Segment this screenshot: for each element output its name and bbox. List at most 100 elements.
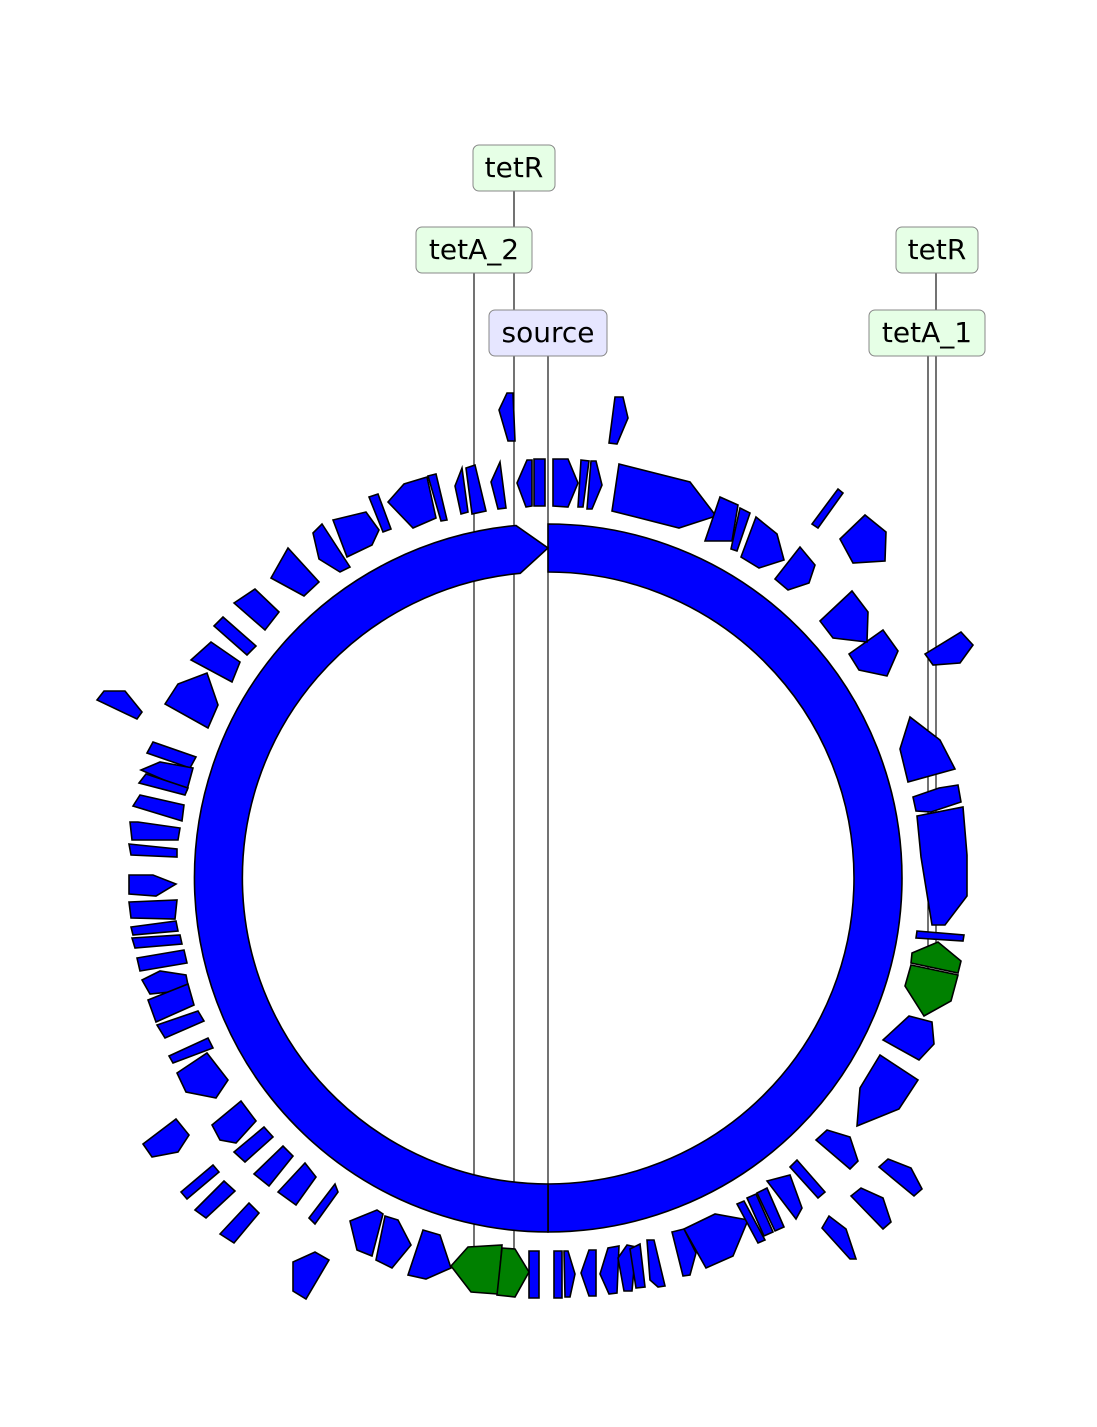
gene-feature[interactable]: [349, 1209, 384, 1258]
gene-feature[interactable]: [765, 1174, 803, 1221]
gene-feature[interactable]: [386, 475, 437, 529]
gene-feature[interactable]: [375, 1214, 412, 1270]
gene-feature[interactable]: [95, 690, 144, 721]
highlighted-gene[interactable]: [496, 1247, 530, 1298]
gene-feature[interactable]: [577, 459, 590, 508]
label-tetA-2[interactable]: tetA_2: [415, 226, 533, 274]
gene-feature[interactable]: [856, 1053, 920, 1128]
leader-lines: [473, 190, 937, 1275]
gene-feature[interactable]: [212, 615, 258, 657]
gene-feature[interactable]: [232, 587, 281, 632]
gene-feature[interactable]: [312, 522, 352, 573]
gene-feature[interactable]: [745, 1192, 775, 1238]
gene-feature[interactable]: [881, 1015, 935, 1062]
gene-feature[interactable]: [252, 1144, 295, 1188]
gene-feature[interactable]: [810, 487, 845, 530]
label-tetR-top[interactable]: tetR: [472, 144, 556, 192]
gene-feature[interactable]: [671, 1228, 697, 1277]
gene-feature[interactable]: [175, 1051, 229, 1099]
gene-feature[interactable]: [232, 1125, 275, 1164]
gene-feature[interactable]: [533, 458, 546, 507]
highlighted-gene[interactable]: [904, 964, 959, 1018]
gene-feature[interactable]: [899, 715, 957, 783]
gene-feature[interactable]: [427, 473, 448, 522]
gene-feature[interactable]: [406, 1229, 452, 1280]
gene-feature[interactable]: [599, 1245, 620, 1295]
gene-feature[interactable]: [847, 628, 899, 677]
gene-feature[interactable]: [755, 1186, 786, 1233]
gene-feature[interactable]: [730, 506, 751, 553]
gene-feature[interactable]: [145, 741, 198, 769]
gene-feature[interactable]: [703, 495, 739, 542]
gene-feature[interactable]: [912, 784, 962, 813]
gene-feature[interactable]: [307, 1182, 339, 1226]
label-source[interactable]: source: [488, 309, 608, 357]
gene-feature[interactable]: [735, 1199, 767, 1245]
gene-feature[interactable]: [179, 1163, 221, 1201]
gene-feature[interactable]: [130, 934, 183, 949]
label-box: [868, 309, 986, 357]
source-feature-left[interactable]: [193, 524, 550, 1233]
gene-feature[interactable]: [821, 1214, 858, 1260]
gene-feature[interactable]: [131, 794, 185, 823]
gene-feature[interactable]: [516, 459, 533, 508]
label-tetA-1[interactable]: tetA_1: [868, 309, 986, 357]
gene-feature[interactable]: [141, 1117, 190, 1158]
gene-feature[interactable]: [553, 1250, 563, 1299]
gene-feature[interactable]: [877, 1158, 924, 1198]
gene-feature[interactable]: [276, 1161, 317, 1207]
gene-feature[interactable]: [740, 515, 785, 569]
gene-feature[interactable]: [646, 1239, 666, 1288]
gene-feature[interactable]: [167, 1036, 215, 1064]
gene-feature[interactable]: [193, 1179, 237, 1220]
gene-feature[interactable]: [129, 821, 181, 841]
gene-feature[interactable]: [682, 1213, 750, 1270]
gene-feature[interactable]: [580, 1249, 597, 1297]
gene-feature[interactable]: [839, 513, 887, 564]
gene-feature[interactable]: [465, 463, 487, 515]
gene-feature[interactable]: [137, 773, 190, 796]
gene-feature[interactable]: [923, 630, 975, 666]
label-tetA-1-text: tetA_1: [882, 316, 972, 349]
gene-feature[interactable]: [788, 1158, 827, 1200]
gene-feature[interactable]: [163, 671, 219, 730]
gene-feature[interactable]: [269, 546, 321, 597]
gene-feature[interactable]: [146, 982, 195, 1024]
gene-feature[interactable]: [136, 949, 188, 972]
label-tetR-right-text: tetR: [908, 233, 967, 266]
gene-feature[interactable]: [528, 1250, 540, 1299]
gene-feature[interactable]: [490, 459, 507, 510]
label-tetR-right[interactable]: tetR: [895, 226, 979, 274]
gene-feature[interactable]: [818, 589, 869, 643]
gene-feature[interactable]: [454, 464, 469, 516]
gene-feature[interactable]: [586, 460, 603, 510]
gene-feature[interactable]: [189, 640, 241, 684]
highlighted-gene[interactable]: [449, 1244, 503, 1295]
gene-feature[interactable]: [916, 806, 968, 926]
gene-feature[interactable]: [210, 1099, 258, 1144]
label-source-text: source: [502, 316, 595, 349]
gene-feature[interactable]: [563, 1250, 576, 1298]
source-feature-right[interactable]: [547, 523, 903, 1233]
label-box: [488, 309, 608, 357]
gene-feature[interactable]: [814, 1129, 859, 1171]
gene-feature[interactable]: [611, 463, 718, 529]
gene-feature[interactable]: [608, 396, 629, 445]
gene-feature[interactable]: [629, 1242, 646, 1289]
gene-feature[interactable]: [773, 545, 816, 591]
gene-feature[interactable]: [331, 511, 380, 559]
gene-feature[interactable]: [130, 920, 179, 936]
gene-feature[interactable]: [218, 1201, 261, 1245]
gene-feature[interactable]: [128, 874, 178, 897]
gene-feature[interactable]: [552, 458, 579, 508]
highlighted-gene[interactable]: [910, 941, 962, 974]
gene-feature[interactable]: [367, 492, 393, 534]
gene-feature[interactable]: [128, 843, 178, 858]
gene-feature[interactable]: [498, 392, 516, 442]
gene-feature[interactable]: [128, 899, 178, 920]
gene-feature[interactable]: [849, 1187, 892, 1231]
gene-feature[interactable]: [292, 1251, 331, 1301]
gene-feature[interactable]: [155, 1010, 206, 1040]
gene-feature[interactable]: [915, 930, 965, 942]
